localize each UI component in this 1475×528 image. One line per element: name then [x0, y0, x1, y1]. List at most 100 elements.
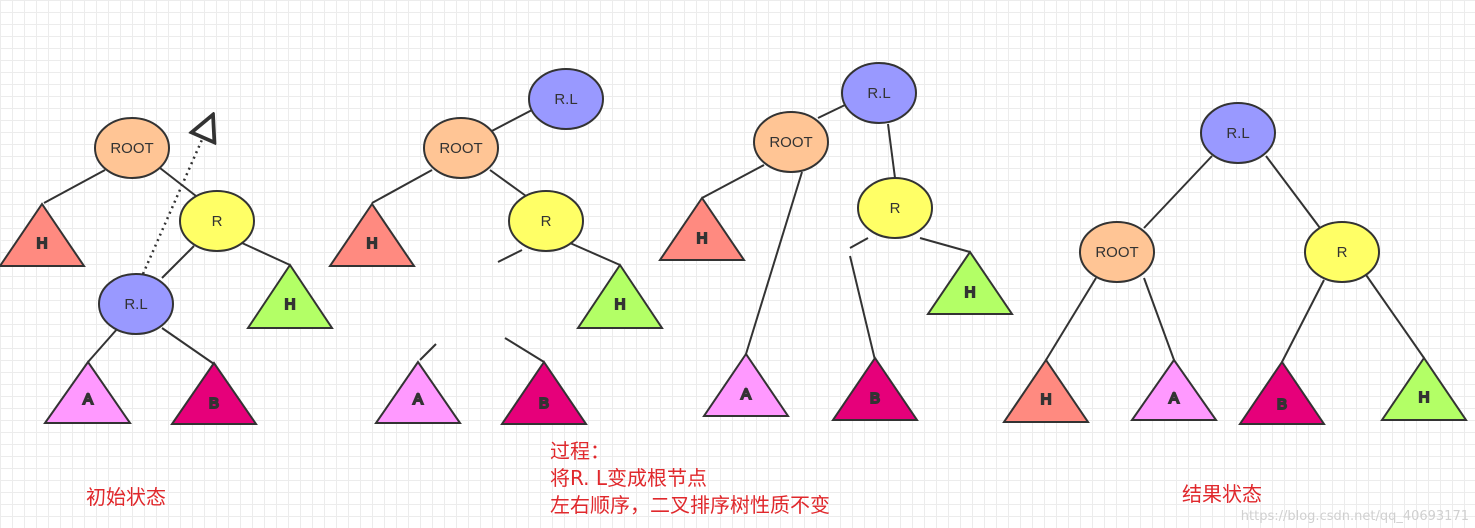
node-s2-root: ROOT	[423, 117, 499, 179]
watermark: https://blog.csdn.net/qq_40693171	[1240, 509, 1469, 524]
subtree-s1-h1: H	[0, 202, 86, 267]
node-s4-r: R	[1304, 221, 1380, 283]
subtree-s4-h2: H	[1380, 356, 1468, 421]
edge-s1-r-h	[241, 242, 291, 266]
edge-s2-broken-1	[497, 249, 523, 263]
node-s1-root: ROOT	[94, 117, 170, 179]
edge-s4-r-h	[1363, 271, 1425, 359]
triangle-b	[1238, 360, 1326, 425]
edge-s1-rl-a	[87, 327, 119, 363]
edge-s1-rl-b	[161, 327, 215, 365]
subtree-s4-b: B	[1238, 360, 1326, 425]
subtree-s2-h1: H	[328, 202, 416, 267]
edge-s3-rl-root	[817, 104, 846, 119]
triangle-label: B	[870, 390, 880, 407]
node-circle	[423, 117, 499, 179]
node-label: ROOT	[439, 140, 482, 157]
subtree-s1-h2: H	[246, 263, 334, 329]
triangle-a	[374, 360, 462, 424]
triangle-label: B	[209, 395, 219, 412]
edge-s1-root-h	[43, 169, 106, 204]
node-circle	[94, 117, 170, 179]
triangle-label: B	[539, 395, 549, 412]
edge-s3-root-a	[745, 171, 803, 355]
nodes: ROOT R R.L R.L ROOT R R.L ROO	[94, 62, 1380, 335]
triangle-label: H	[37, 235, 48, 252]
subtree-s3-b: B	[831, 356, 919, 421]
triangle-a	[43, 360, 132, 424]
node-label: R	[890, 200, 901, 217]
triangle-h	[658, 196, 746, 261]
node-circle	[508, 190, 584, 252]
subtree-s2-a: A	[374, 360, 462, 424]
subtree-s2-h2: H	[576, 263, 664, 329]
node-circle	[1304, 221, 1380, 283]
triangle-label: A	[741, 386, 751, 403]
triangle-h	[926, 250, 1014, 315]
triangle-a	[702, 352, 790, 417]
edge-s2-root-h	[371, 169, 433, 204]
edge-s2-rl-root	[487, 109, 533, 134]
triangle-h	[1380, 356, 1468, 421]
node-label: ROOT	[1095, 244, 1138, 261]
edge-s3-rl-r	[887, 123, 896, 179]
caption-process: 过程： 将R. L变成根节点 左右顺序，二叉排序树性质不变	[550, 438, 830, 519]
subtree-s2-b: B	[500, 360, 588, 425]
triangle-label: H	[285, 296, 296, 313]
edges	[43, 104, 1425, 365]
edge-s4-rl-root	[1143, 155, 1213, 229]
triangle-label: H	[697, 230, 708, 247]
edge-s3-broken-b	[849, 255, 876, 361]
triangle-b	[831, 356, 919, 421]
edge-s3-root-h	[701, 164, 765, 199]
triangle-b	[500, 360, 588, 425]
edge-s1-root-r	[159, 167, 197, 197]
edge-s4-root-a	[1143, 277, 1175, 361]
edge-s3-r-h	[919, 237, 971, 253]
node-s1-rl: R.L	[98, 273, 174, 335]
node-label: R.L	[1226, 125, 1249, 142]
node-label: ROOT	[769, 134, 812, 151]
edge-s3-broken-r	[849, 237, 869, 249]
triangle-b	[170, 361, 258, 425]
triangle-label: A	[1169, 390, 1179, 407]
triangle-label: H	[965, 284, 976, 301]
node-label: R	[1337, 244, 1348, 261]
node-circle	[753, 111, 829, 173]
node-circle	[1200, 102, 1276, 164]
subtree-s4-a: A	[1130, 358, 1218, 421]
triangle-label: A	[413, 391, 423, 408]
node-s3-root: ROOT	[753, 111, 829, 173]
node-s4-rl: R.L	[1200, 102, 1276, 164]
node-s1-r: R	[179, 190, 255, 252]
caption-initial-state: 初始状态	[86, 485, 166, 509]
node-label: R	[541, 213, 552, 230]
node-s2-r: R	[508, 190, 584, 252]
subtrees: H H A B H H A B	[0, 196, 1468, 425]
node-label: ROOT	[110, 140, 153, 157]
caption-process-title: 过程：	[550, 439, 610, 463]
subtree-s3-h2: H	[926, 250, 1014, 315]
triangle-label: H	[1041, 391, 1052, 408]
triangle-label: H	[615, 296, 626, 313]
edge-s2-r-h	[569, 242, 621, 266]
node-s2-rl: R.L	[528, 68, 604, 130]
node-s3-rl: R.L	[841, 62, 917, 124]
node-circle	[98, 273, 174, 335]
node-circle	[857, 177, 933, 239]
triangle-label: H	[1419, 389, 1430, 406]
edge-s4-root-h	[1045, 277, 1097, 361]
triangle-h	[328, 202, 416, 267]
subtree-s3-a: A	[702, 352, 790, 417]
node-s4-root: ROOT	[1079, 221, 1155, 283]
edge-s2-broken-3	[504, 337, 545, 363]
triangle-h	[246, 263, 334, 329]
subtree-s3-h1: H	[658, 196, 746, 261]
edge-s2-broken-2	[419, 343, 437, 361]
triangle-h	[576, 263, 664, 329]
caption-process-step-2: 左右顺序，二叉排序树性质不变	[550, 493, 830, 517]
edge-s2-root-r	[489, 169, 527, 197]
subtree-s1-a: A	[43, 360, 132, 424]
triangle-h	[0, 202, 86, 267]
